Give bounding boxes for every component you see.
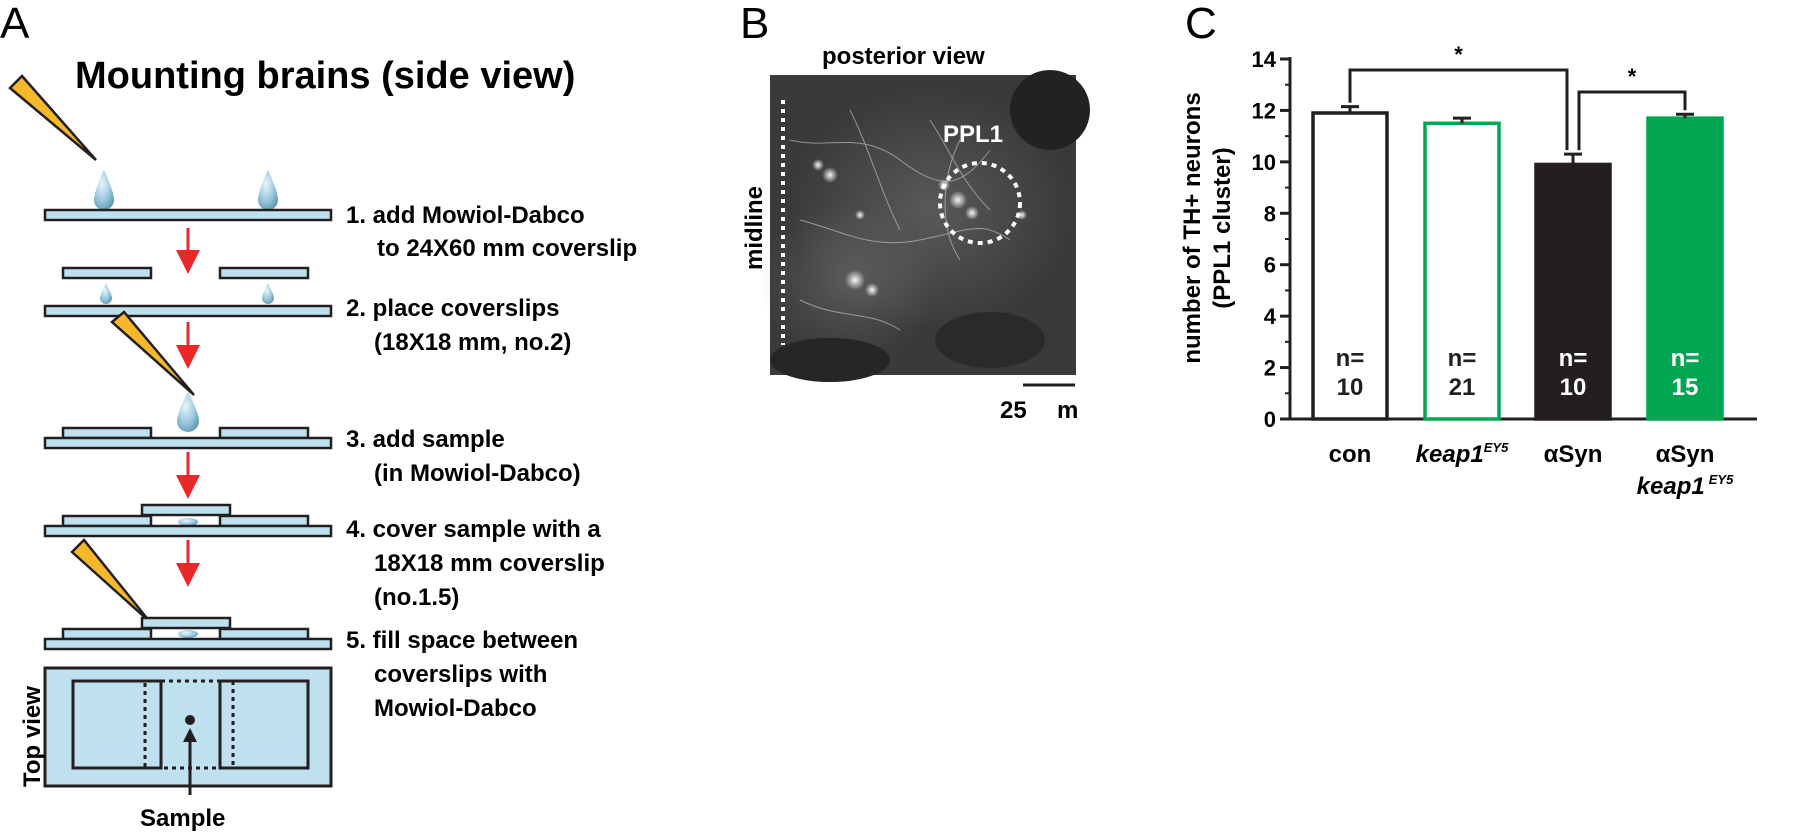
drop-icon <box>262 283 274 304</box>
top-view-label: Top view <box>19 686 46 787</box>
sample-label: Sample <box>140 805 225 832</box>
step-2-line2: (18X18 mm, no.2) <box>374 329 571 356</box>
step-1-line2: to 24X60 mm coverslip <box>377 235 637 262</box>
ppl1-label: PPL1 <box>943 121 1003 148</box>
y-tick-label: 2 <box>1264 356 1276 381</box>
step-2-line1: 2. place coverslips <box>346 295 559 322</box>
y-tick-label: 14 <box>1252 47 1277 72</box>
y-tick-label: 0 <box>1264 407 1276 432</box>
step-5-line3: Mowiol-Dabco <box>374 695 537 722</box>
step-4-line1: 4. cover sample with a <box>346 516 601 543</box>
n-value: 10 <box>1560 374 1587 401</box>
y-tick-label: 4 <box>1264 304 1277 329</box>
bar <box>1423 121 1501 421</box>
bar <box>1311 111 1389 421</box>
panel-b-title: posterior view <box>822 43 985 70</box>
top-view-diagram <box>43 666 333 795</box>
panel-a-title: Mounting brains (side view) <box>75 55 575 97</box>
n-value: 15 <box>1672 374 1699 401</box>
drop-icon <box>100 283 112 304</box>
n-value: 21 <box>1449 374 1476 401</box>
drop-icon <box>94 170 114 210</box>
n-label: n= <box>1448 345 1477 372</box>
micrograph <box>760 70 1090 382</box>
panel-a-label: A <box>0 0 30 48</box>
significance-bracket <box>1348 68 1569 151</box>
panel-c: C number of TH+ neurons (PPL1 cluster) 0… <box>1179 0 1757 500</box>
step-3-diagram <box>43 310 333 450</box>
step-4-line2: 18X18 mm coverslip <box>374 550 605 577</box>
drop-icon <box>258 170 278 210</box>
y-axis-label-line2: (PPL1 cluster) <box>1209 147 1236 308</box>
x-tick-label: con <box>1329 441 1372 468</box>
y-tick-label: 12 <box>1252 98 1276 123</box>
y-tick-label: 10 <box>1252 150 1276 175</box>
step-1-diagram <box>43 170 333 222</box>
panel-b-label: B <box>740 0 769 48</box>
panel-c-label: C <box>1185 0 1217 48</box>
panel-b: B posterior view <box>740 0 1090 424</box>
scale-value: 25 <box>1000 397 1027 424</box>
large-coverslip <box>43 304 333 318</box>
small-coverslip <box>61 266 153 280</box>
significance-bracket <box>1577 90 1687 151</box>
sample-dot <box>185 715 195 725</box>
ppl1-circle <box>938 161 1022 245</box>
step-5-line1: 5. fill space between <box>346 627 578 654</box>
pipette-icon <box>110 310 195 396</box>
step-3-line1: 3. add sample <box>346 426 505 453</box>
panel-a: A Mounting brains (side view) 1. add Mow… <box>0 0 637 832</box>
n-label: n= <box>1671 345 1700 372</box>
y-tick-label: 6 <box>1264 253 1276 278</box>
pipette-icon <box>8 74 97 161</box>
step-3-line2: (in Mowiol-Dabco) <box>374 460 581 487</box>
step-1-line1: 1. add Mowiol-Dabco <box>346 202 585 229</box>
pipette-icon <box>70 538 151 623</box>
x-tick-label: keap1EY5 <box>1416 440 1509 468</box>
drop-icon <box>177 392 199 432</box>
y-axis-label-line1: number of TH+ neurons <box>1179 92 1206 363</box>
bar <box>1534 162 1612 421</box>
bar <box>1646 116 1724 421</box>
x-tick-label: αSyn <box>1544 441 1603 468</box>
step-5-line2: coverslips with <box>374 661 547 688</box>
step-4-diagram <box>43 503 333 538</box>
n-label: n= <box>1559 345 1588 372</box>
y-tick-label: 8 <box>1264 201 1276 226</box>
small-coverslip <box>218 266 310 280</box>
step-2-diagram <box>43 266 333 318</box>
midline-label: midline <box>741 186 768 270</box>
x-tick-label: αSyn <box>1656 441 1715 468</box>
significance-star: * <box>1628 64 1637 89</box>
large-coverslip <box>43 208 333 222</box>
n-label: n= <box>1336 345 1365 372</box>
scale-unit: m <box>1057 397 1078 424</box>
significance-star: * <box>1454 42 1463 67</box>
n-value: 10 <box>1337 374 1364 401</box>
step-5-diagram <box>43 538 333 651</box>
step-4-line3: (no.1.5) <box>374 584 459 611</box>
